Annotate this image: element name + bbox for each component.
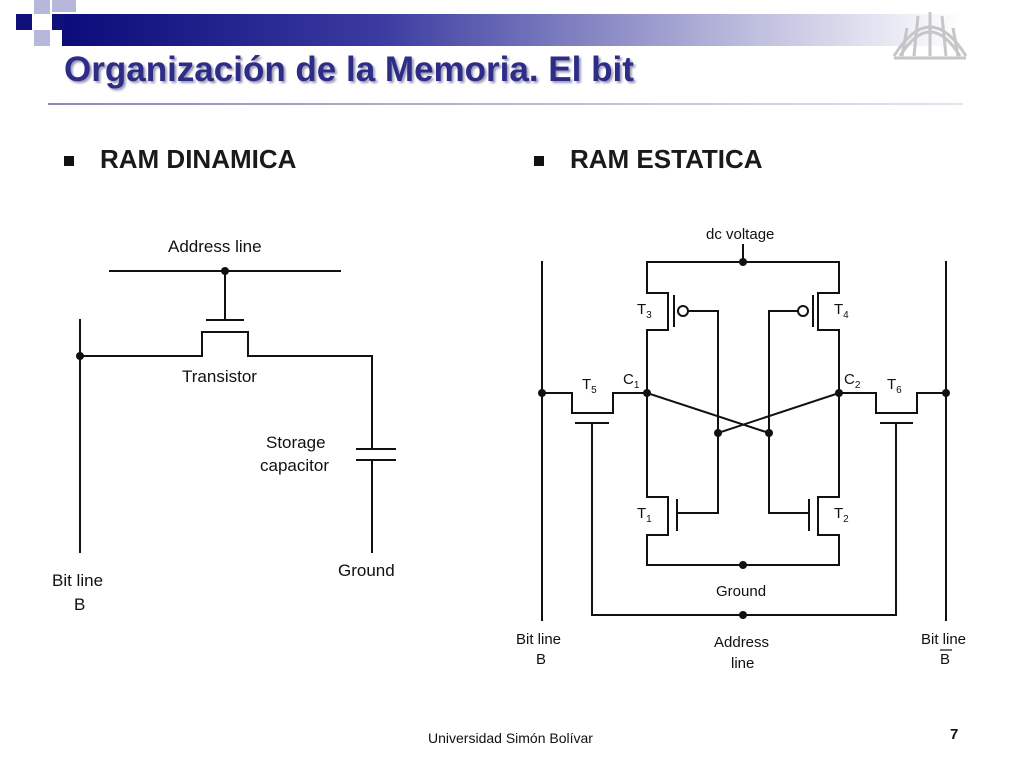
header-square-light-3: [52, 0, 76, 12]
address-junction: [739, 611, 747, 619]
header-square-dark-1: [16, 14, 32, 30]
university-logo: [892, 12, 968, 60]
right-gate-junction: [765, 429, 773, 437]
footer-university: Universidad Simón Bolívar: [428, 730, 593, 746]
t4-bubble: [797, 305, 809, 317]
sram-dc-voltage-label: dc voltage: [706, 226, 774, 243]
c2-junction: [835, 389, 843, 397]
t2-label: T2: [834, 505, 849, 525]
bitline-left-junction: [538, 389, 546, 397]
dram-transistor-label: Transistor: [182, 367, 257, 386]
bullet-marker-dram: [64, 156, 74, 166]
t5-channel: [541, 392, 648, 414]
sram-vdd-rail: [646, 261, 840, 294]
sram-bit-line-left-name: B: [536, 651, 546, 668]
header-square-light-1: [34, 0, 50, 14]
c1-junction: [643, 389, 651, 397]
cross-c2-to-left-gate: [716, 391, 841, 435]
bitline-right-junction: [942, 389, 950, 397]
dram-storage-label: Storage: [266, 433, 326, 452]
sram-address-line-label: line: [731, 655, 754, 672]
dram-circuit: [79, 270, 396, 553]
sram-bit-line-right-name: B: [940, 651, 950, 668]
t1-channel: [646, 496, 669, 536]
t2-channel: [817, 496, 840, 536]
c1-label: C1: [623, 371, 640, 391]
dram-address-junction: [221, 267, 229, 275]
bullet-ram-dinamica: RAM DINAMICA: [100, 144, 297, 174]
dram-bit-line-label: Bit line: [52, 571, 103, 590]
t5-label: T5: [582, 376, 597, 396]
slide-title: Organización de la Memoria. El bit: [64, 50, 634, 89]
cross-c1-to-right-gate: [645, 391, 771, 435]
c2-label: C2: [844, 371, 861, 391]
bullet-ram-estatica: RAM ESTATICA: [570, 144, 763, 174]
sram-junctions: [538, 258, 950, 619]
sram-bit-line-right-label: Bit line: [921, 631, 966, 648]
sram-bit-line-left-label: Bit line: [516, 631, 561, 648]
t6-channel: [838, 392, 947, 414]
sram-ground-label: Ground: [716, 583, 766, 600]
dram-channel: [79, 331, 373, 357]
t1-label: T1: [637, 505, 652, 525]
dram-bitline-junction: [76, 352, 84, 360]
t3-bubble: [677, 305, 689, 317]
header-square-dark-2: [52, 14, 64, 30]
left-gate-junction: [714, 429, 722, 437]
bullet-marker-sram: [534, 156, 544, 166]
t6-label: T6: [887, 376, 902, 396]
dram-capacitor-label: capacitor: [260, 456, 329, 475]
dram-address-line-label: Address line: [168, 237, 262, 256]
header-gradient-bar: [62, 14, 962, 46]
title-underline: [48, 103, 963, 105]
dram-ground-label: Ground: [338, 561, 395, 580]
t4-channel: [817, 292, 840, 331]
t3-label: T3: [637, 301, 652, 321]
ground-junction: [739, 561, 747, 569]
header-square-light-2: [34, 30, 50, 46]
t4-label: T4: [834, 301, 849, 321]
vdd-junction: [739, 258, 747, 266]
sram-ground-rail: [646, 534, 840, 566]
dram-bit-line-name: B: [74, 595, 85, 614]
t3-channel: [646, 292, 669, 331]
page-number: 7: [950, 726, 959, 743]
sram-address-label: Address: [714, 634, 769, 651]
